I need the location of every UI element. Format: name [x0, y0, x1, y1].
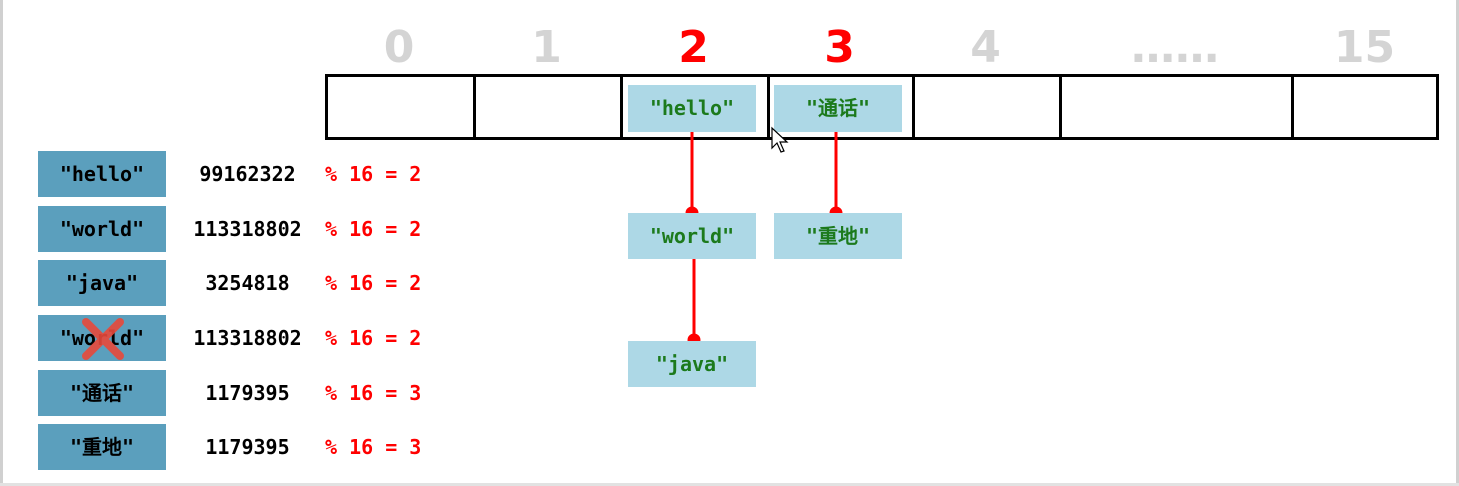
key-box-java: "java" [38, 260, 166, 306]
frame-right-edge [1456, 0, 1459, 486]
index-label-ellipsis: …… [1131, 22, 1219, 73]
index-label-1: 1 [531, 22, 562, 73]
index-label-2: 2 [678, 22, 709, 73]
key-box-world-duplicate: "world" [38, 315, 166, 361]
hash-value-java: 3254818 [205, 271, 290, 295]
modulo-result-hello: % 16 = 2 [325, 162, 422, 186]
frame-bottom-edge [0, 483, 1459, 486]
hash-value-world-duplicate: 113318802 [193, 326, 302, 350]
index-label-0: 0 [383, 22, 415, 73]
modulo-result-world-duplicate: % 16 = 2 [325, 326, 422, 350]
index-label-4: 4 [970, 22, 1001, 73]
bucket-2-node-java: "java" [628, 341, 756, 387]
bucket-2-node-world: "world" [628, 213, 756, 259]
modulo-result-world: % 16 = 2 [325, 217, 422, 241]
modulo-result-java: % 16 = 2 [325, 271, 422, 295]
frame-left-edge [0, 0, 3, 486]
modulo-result-zhongdi: % 16 = 3 [325, 435, 422, 459]
modulo-result-tonghua: % 16 = 3 [325, 381, 422, 405]
hash-value-zhongdi: 1179395 [205, 435, 290, 459]
bucket-3-node-tonghua: "通话" [774, 85, 902, 132]
hash-value-world: 113318802 [193, 217, 302, 241]
bucket-3-node-zhongdi: "重地" [774, 213, 902, 259]
key-box-tonghua: "通话" [38, 370, 166, 416]
hash-value-hello: 99162322 [199, 162, 296, 186]
index-label-3: 3 [824, 22, 855, 73]
key-box-zhongdi: "重地" [38, 424, 166, 470]
hash-value-tonghua: 1179395 [205, 381, 290, 405]
key-box-hello: "hello" [38, 151, 166, 197]
key-box-world: "world" [38, 206, 166, 252]
bucket-cell-15 [1291, 74, 1439, 140]
bucket-2-node-hello: "hello" [628, 85, 756, 132]
index-label-15: 15 [1333, 22, 1396, 73]
